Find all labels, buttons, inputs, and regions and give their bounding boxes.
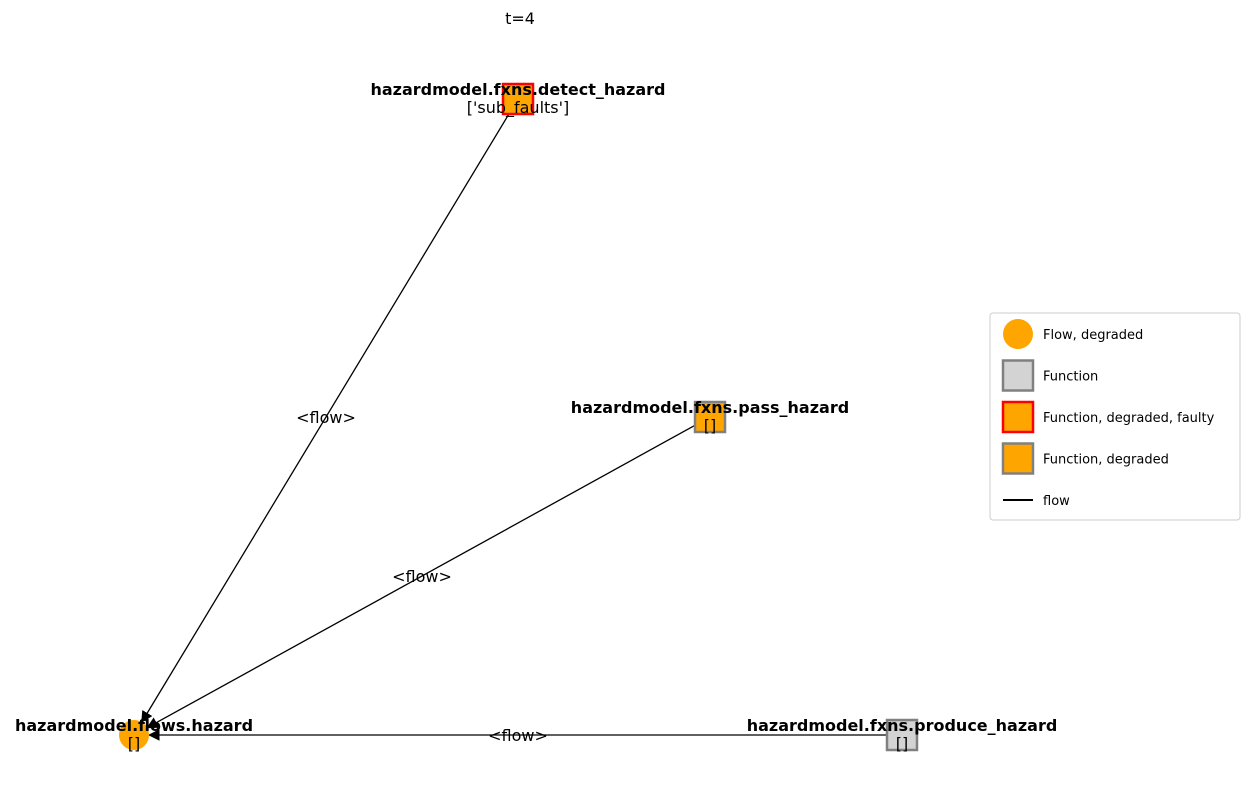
legend-label: Function, degraded, faulty xyxy=(1043,411,1215,426)
node-hazard-name: hazardmodel.flows.hazard xyxy=(15,716,253,735)
node-labels-layer: hazardmodel.fxns.detect_hazard['sub_faul… xyxy=(15,80,1057,753)
nodes-layer xyxy=(119,82,919,752)
node-hazard-faults: [] xyxy=(128,734,140,753)
node-pass-marker[interactable] xyxy=(693,400,727,434)
node-produce-faults: [] xyxy=(896,734,908,753)
node-pass-name: hazardmodel.fxns.pass_hazard xyxy=(571,398,849,417)
legend-label: Function, degraded xyxy=(1043,453,1169,468)
edge-labels-layer: <flow> <flow> <flow> xyxy=(296,408,548,745)
graph-title: t=4 xyxy=(505,9,535,28)
legend-marker-0 xyxy=(1003,319,1033,349)
edge-label: <flow> xyxy=(488,726,548,745)
legend-frame xyxy=(989,312,1241,521)
node-hazard-marker[interactable] xyxy=(119,720,149,750)
edge-label: <flow> xyxy=(296,408,356,427)
legend-label: flow xyxy=(1043,494,1070,509)
edges-layer xyxy=(140,108,890,741)
legend-marker-3 xyxy=(1001,442,1035,475)
legend-marker-1 xyxy=(1001,359,1035,392)
legend-label: Flow, degraded xyxy=(1043,328,1143,343)
edge-label: <flow> xyxy=(392,567,452,586)
node-pass-faults: [] xyxy=(704,416,716,435)
legend-label: Function xyxy=(1043,370,1098,385)
edge-pass-to-hazard xyxy=(145,422,700,729)
node-detect-name: hazardmodel.fxns.detect_hazard xyxy=(370,80,665,99)
node-produce-name: hazardmodel.fxns.produce_hazard xyxy=(747,716,1058,735)
node-detect-faults: ['sub_faults'] xyxy=(467,98,570,118)
node-detect-marker[interactable] xyxy=(501,82,535,116)
edge-detect-to-hazard xyxy=(140,108,513,724)
legend-marker-2 xyxy=(1001,400,1035,434)
node-produce-marker[interactable] xyxy=(885,718,919,752)
